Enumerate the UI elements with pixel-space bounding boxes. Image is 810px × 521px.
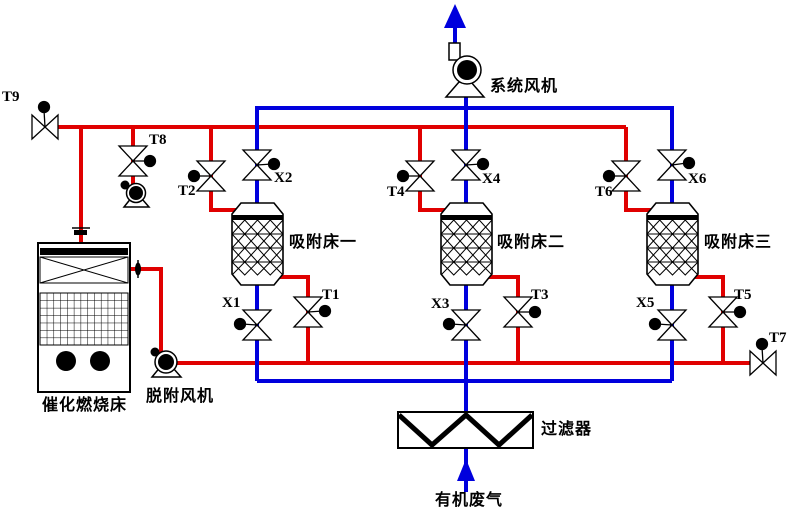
valve-x5[interactable] — [648, 309, 688, 341]
valve-t3[interactable] — [502, 296, 542, 328]
valve-t9[interactable] — [31, 100, 59, 141]
adsorption-bed-2 — [440, 202, 493, 286]
label-valve-t7: T7 — [769, 330, 787, 346]
label-valve-t4: T4 — [387, 184, 405, 200]
catalytic-combustion-bed — [37, 227, 141, 393]
burner-port — [56, 351, 76, 371]
adsorption-bed-3 — [646, 202, 699, 286]
exhaust-arrow-icon — [444, 4, 466, 28]
label-valve-t2: T2 — [178, 183, 196, 199]
label-inlet-gas: 有机废气 — [435, 490, 504, 509]
label-valve-x6: X6 — [688, 171, 707, 187]
makeup-air-fan[interactable] — [120, 180, 151, 208]
valve-x2[interactable] — [241, 149, 281, 181]
label-filter: 过滤器 — [541, 419, 593, 438]
adsorption-bed-1 — [231, 202, 284, 286]
burner-port — [90, 351, 110, 371]
desorption-fan[interactable] — [150, 347, 183, 378]
flange-icon — [135, 260, 141, 278]
valve-t5[interactable] — [707, 296, 747, 328]
label-system-fan: 系统风机 — [490, 76, 559, 95]
valve-x3[interactable] — [442, 309, 482, 341]
regen-pipes — [57, 125, 751, 365]
label-valve-x1: X1 — [222, 295, 241, 311]
label-valve-x3: X3 — [431, 296, 450, 312]
valve-t7[interactable] — [749, 337, 777, 377]
inlet-arrow-icon — [457, 459, 475, 481]
label-valve-t5: T5 — [734, 287, 752, 303]
label-valve-t6: T6 — [595, 184, 613, 200]
label-valve-t3: T3 — [531, 287, 549, 303]
valve-t6[interactable] — [602, 160, 642, 192]
valve-x6[interactable] — [656, 149, 696, 181]
label-valve-x4: X4 — [482, 171, 501, 187]
filter-unit — [397, 411, 534, 449]
label-adsorption-bed-2: 吸附床二 — [497, 232, 566, 251]
valve-x1[interactable] — [233, 309, 273, 341]
system-fan[interactable] — [444, 42, 486, 98]
label-desorption-fan: 脱附风机 — [146, 386, 215, 405]
valve-t4[interactable] — [396, 160, 436, 192]
label-catalytic-bed: 催化燃烧床 — [42, 395, 128, 414]
valve-x4[interactable] — [450, 149, 490, 181]
label-adsorption-bed-1: 吸附床一 — [289, 232, 358, 251]
label-valve-t9: T9 — [2, 89, 20, 105]
valve-t8[interactable] — [117, 145, 157, 177]
flow-arrows — [444, 4, 475, 481]
flange-icon — [72, 227, 90, 235]
label-valve-t1: T1 — [322, 287, 340, 303]
label-valve-x2: X2 — [274, 170, 293, 186]
label-valve-x5: X5 — [636, 295, 655, 311]
valve-t2[interactable] — [187, 160, 227, 192]
valve-t1[interactable] — [292, 296, 332, 328]
label-valve-t8: T8 — [149, 132, 167, 148]
label-adsorption-bed-3: 吸附床三 — [704, 232, 773, 251]
